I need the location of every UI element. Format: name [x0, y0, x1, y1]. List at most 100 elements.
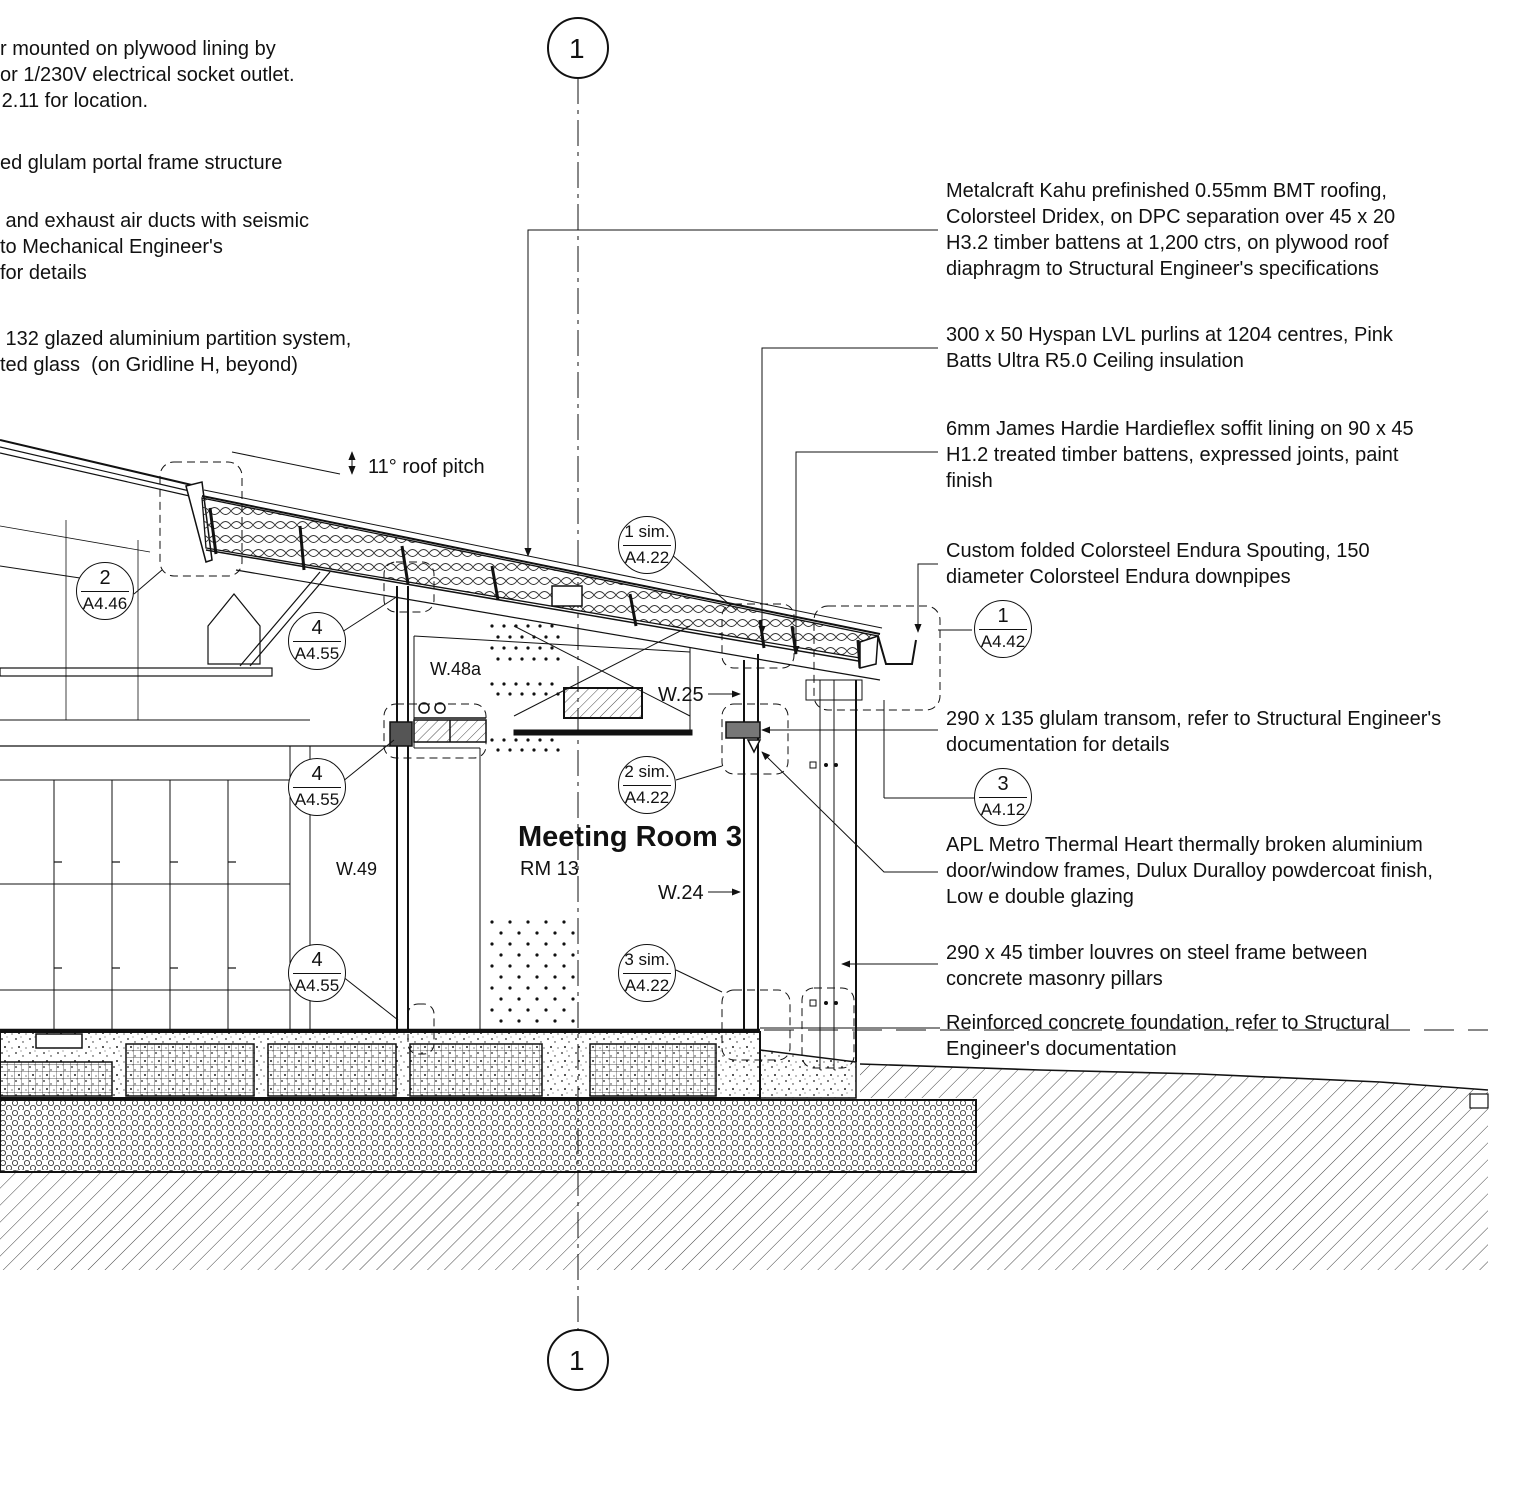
panel-dot — [496, 635, 500, 639]
panel-dot — [544, 964, 548, 968]
panel-dot — [538, 646, 542, 650]
panel-dot — [544, 1008, 548, 1012]
note-window-frames: APL Metro Thermal Heart thermally broken… — [946, 834, 1433, 908]
panel-dot — [532, 657, 536, 661]
detail-tag-sheet: A4.22 — [624, 788, 670, 807]
panel-dot — [508, 692, 512, 696]
gravel-base — [0, 1099, 977, 1173]
window-tag-w25: W.25 — [658, 684, 704, 706]
panel-dot — [550, 646, 554, 650]
panel-dot — [562, 986, 566, 990]
panel-dot — [517, 997, 521, 1001]
panel-dot — [490, 682, 494, 686]
panel-dot — [514, 646, 518, 650]
note-soffit: 6mm James Hardie Hardieflex soffit linin… — [946, 418, 1414, 492]
note-socket-outlet: r mounted on plywood lining by or 1/230V… — [0, 38, 295, 112]
panel-dot — [535, 975, 539, 979]
window-tag-w48a: W.48a — [430, 659, 482, 679]
panel-dot — [526, 920, 530, 924]
panel-dot — [490, 920, 494, 924]
note-glulam-portal: ed glulam portal frame structure — [0, 152, 283, 174]
panel-dot — [490, 738, 494, 742]
panel-dot — [520, 635, 524, 639]
panel-dot — [490, 1008, 494, 1012]
note-roofing: Metalcraft Kahu prefinished 0.55mm BMT r… — [946, 180, 1396, 280]
panel-dot — [535, 997, 539, 1001]
ground-hatch — [0, 1063, 1489, 1270]
panel-dot — [499, 1019, 503, 1023]
panel-dot — [502, 646, 506, 650]
acoustic-panel-dots — [490, 624, 575, 1023]
panel-dot — [532, 635, 536, 639]
panel-dot — [508, 920, 512, 924]
panel-dot — [535, 953, 539, 957]
panel-dot — [544, 942, 548, 946]
panel-dot — [499, 975, 503, 979]
panel-dot — [499, 931, 503, 935]
panel-dot — [553, 997, 557, 1001]
panel-dot — [520, 748, 524, 752]
panel-dot — [562, 942, 566, 946]
panel-dot — [526, 942, 530, 946]
panel-dot — [520, 692, 524, 696]
detail-tag-bubble: 2 sim.A4.22 — [618, 756, 676, 814]
roof-assembly — [0, 439, 917, 681]
panel-dot — [550, 624, 554, 628]
panel-dot — [562, 920, 566, 924]
panel-dot — [526, 964, 530, 968]
panel-dot — [526, 986, 530, 990]
panel-dot — [553, 953, 557, 957]
detail-tag-bubble: 3 sim.A4.22 — [618, 944, 676, 1002]
gridline-1 — [547, 17, 609, 1391]
concrete-foundation — [0, 1031, 1489, 1109]
panel-dot — [490, 986, 494, 990]
panel-dot — [526, 624, 530, 628]
panel-dot — [502, 738, 506, 742]
panel-dot — [538, 682, 542, 686]
detail-tag-sheet: A4.55 — [294, 644, 340, 663]
panel-dot — [538, 738, 542, 742]
note-timber-louvres: 290 x 45 timber louvres on steel frame b… — [946, 942, 1368, 990]
panel-dot — [490, 942, 494, 946]
meeting-room-section — [389, 586, 1488, 1070]
panel-dot — [496, 657, 500, 661]
panel-dot — [571, 997, 575, 1001]
panel-dot — [499, 953, 503, 957]
panel-dot — [490, 646, 494, 650]
panel-dot — [514, 738, 518, 742]
panel-dot — [526, 646, 530, 650]
panel-dot — [553, 975, 557, 979]
note-glazed-partition: 132 glazed aluminium partition system, t… — [0, 328, 352, 376]
panel-dot — [550, 738, 554, 742]
panel-dot — [571, 1019, 575, 1023]
panel-dot — [544, 635, 548, 639]
detail-tag-number: 2 — [99, 567, 111, 589]
note-purlins: 300 x 50 Hyspan LVL purlins at 1204 cent… — [946, 324, 1393, 372]
panel-dot — [508, 657, 512, 661]
panel-dot — [517, 1019, 521, 1023]
room-name: Meeting Room 3 — [518, 821, 742, 853]
detail-tag-number: 3 — [997, 773, 1009, 795]
panel-dot — [556, 657, 560, 661]
panel-dot — [526, 682, 530, 686]
panel-dot — [553, 1019, 557, 1023]
panel-dot — [556, 748, 560, 752]
panel-dot — [544, 657, 548, 661]
panel-dot — [571, 931, 575, 935]
panel-dot — [508, 748, 512, 752]
panel-dot — [556, 692, 560, 696]
note-air-ducts: and exhaust air ducts with seismic to Me… — [0, 210, 310, 284]
panel-dot — [550, 682, 554, 686]
window-tag-w24: W.24 — [658, 882, 704, 904]
roof-pitch-label: 11° roof pitch — [368, 456, 485, 478]
panel-dot — [544, 748, 548, 752]
note-foundation: Reinforced concrete foundation, refer to… — [946, 1012, 1390, 1060]
panel-dot — [508, 986, 512, 990]
panel-dot — [538, 624, 542, 628]
